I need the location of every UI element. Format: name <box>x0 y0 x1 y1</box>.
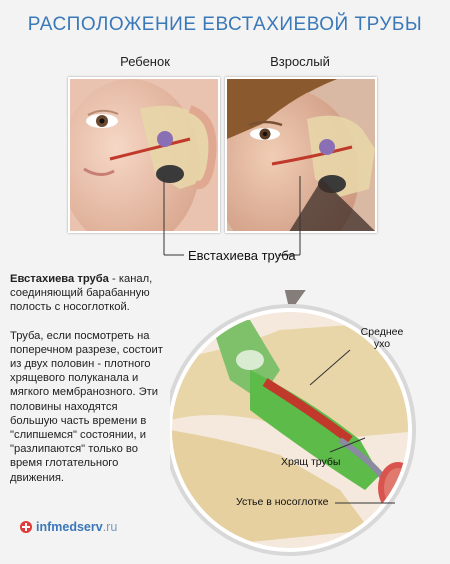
middle-ear-label: Среднее ухо <box>360 326 404 350</box>
description: Евстахиева труба - канал, соединяющий ба… <box>10 272 168 499</box>
child-photo <box>68 77 220 233</box>
structure-paragraph: Труба, если посмотреть на поперечном раз… <box>10 329 163 484</box>
site-logo[interactable]: infmedserv.ru <box>20 520 117 534</box>
zoom-diagram <box>164 270 450 564</box>
adult-photo <box>225 77 377 233</box>
cartilage-label: Хрящ трубы <box>281 456 341 468</box>
adult-label: Взрослый <box>270 54 330 69</box>
orifice-label: Устье в носоглотке <box>236 496 329 508</box>
logo-tld: .ru <box>102 520 118 534</box>
tube-label: Евстахиева труба <box>188 248 296 263</box>
child-label: Ребенок <box>120 54 170 69</box>
logo-name: infmedserv <box>36 520 103 534</box>
tube-pointer-lines <box>163 176 301 256</box>
definition-text: - канал, соединяющий барабанную полость … <box>10 273 153 314</box>
medical-cross-icon <box>20 521 32 533</box>
definition-term: Евстахиева труба <box>10 273 109 285</box>
page-title: РАСПОЛОЖЕНИЕ ЕВСТАХИЕВОЙ ТРУБЫ <box>27 14 423 35</box>
definition-paragraph: Евстахиева труба - канал, соединяющий ба… <box>10 272 168 315</box>
